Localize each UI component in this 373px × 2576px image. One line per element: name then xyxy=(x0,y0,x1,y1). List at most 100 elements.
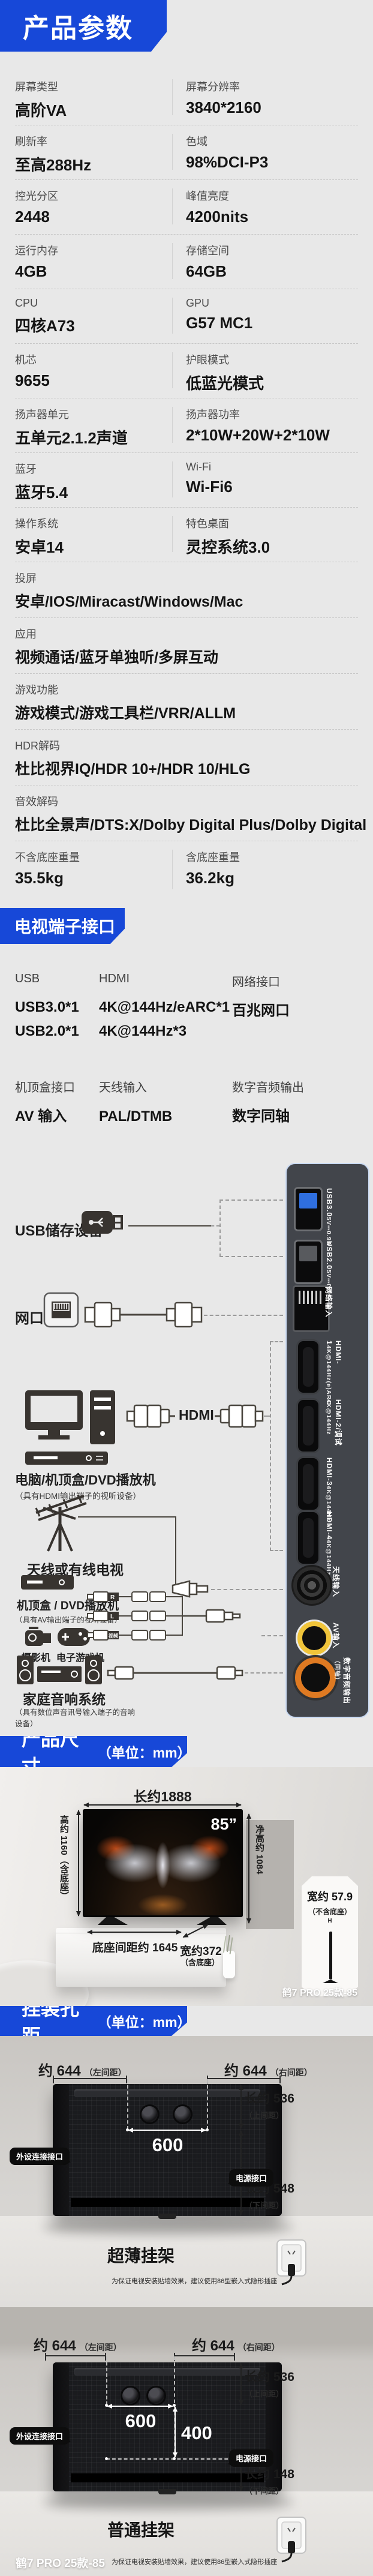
dashed-line xyxy=(219,1199,283,1201)
spec-value: 低蓝光模式 xyxy=(186,374,264,392)
mount-hole xyxy=(175,2106,191,2122)
height-arrow xyxy=(76,1810,81,1917)
depth-card: 宽约 57.9 （不含底座） H xyxy=(302,1876,358,1996)
hdmi-cable-label: HDMI xyxy=(179,1407,214,1423)
spec-label: 运行内存 xyxy=(15,245,58,257)
mount-note: 为保证电视安装贴墙效果，建议使用86型嵌入式隐形插座 xyxy=(112,2278,278,2285)
right-distance-label: 约 644（右间距） xyxy=(192,2338,280,2354)
mount-rail xyxy=(74,2089,260,2097)
spec-label: 屏幕分辨率 xyxy=(186,81,240,93)
speaker-bar xyxy=(71,2473,264,2482)
spec-label: 存储空间 xyxy=(186,245,229,257)
spec-label: 音效解码 xyxy=(15,796,58,808)
iface-header: HDMI xyxy=(99,972,130,985)
spec-value: 2448 xyxy=(15,208,50,226)
dashed-guide xyxy=(174,2356,175,2458)
spec-value: 杜比视界IQ/HDR 10+/HDR 10/HLG xyxy=(15,761,251,778)
spec-row: 操作系统安卓14 特色桌面灵控系统3.0 xyxy=(15,508,358,562)
iface-header: USB xyxy=(15,972,40,985)
mount-rail xyxy=(74,2368,260,2376)
spec-value: 四核A73 xyxy=(15,317,75,335)
top-distance-label: 长约 536（上间距） xyxy=(245,2092,294,2120)
dashed-guide xyxy=(106,2356,107,2405)
normal-mount-diagram: 约 644（左间距） 约 644（右间距） 600 400 长约 536（上间距… xyxy=(0,2307,373,2576)
section-header-product-params: 产品参数 xyxy=(0,0,167,52)
peripheral-port-callout: 外设连接接口 xyxy=(10,2148,70,2165)
svg-text:R: R xyxy=(110,1594,115,1601)
iface-value: PAL/DTMB xyxy=(99,1108,173,1124)
spec-value: 98%DCI-P3 xyxy=(186,153,269,171)
right-measure-line xyxy=(207,2076,281,2083)
spec-label: HDR解码 xyxy=(15,740,60,752)
iface-value: 4K@144Hz*3 xyxy=(99,1023,187,1039)
speakers-icon xyxy=(17,1656,102,1684)
tv-foot-tab xyxy=(158,2214,176,2219)
hole-height-arrow xyxy=(173,2406,178,2458)
spec-value: 35.5kg xyxy=(15,869,64,887)
dashed-line xyxy=(245,1672,283,1674)
spec-label: 蓝牙 xyxy=(15,463,37,475)
left-distance-label: 约 644（左间距） xyxy=(38,2063,127,2079)
spec-label: CPU xyxy=(15,297,38,309)
iface-header: 天线输入 xyxy=(99,1081,147,1094)
hole-width-arrow xyxy=(128,2128,206,2133)
length-label: 长约1888 xyxy=(133,1789,192,1804)
height-label: 高约 1160（含底座） xyxy=(59,1815,69,1900)
section-header-dimensions: 产品尺寸 （单位：mm） xyxy=(0,1736,187,1767)
speaker-bar xyxy=(71,2198,264,2207)
spec-label: 机芯 xyxy=(15,354,37,366)
dashed-line xyxy=(204,1315,283,1316)
tv-bezel xyxy=(266,2362,282,2491)
top-distance-arrow xyxy=(239,2363,243,2406)
wall-panel xyxy=(246,1820,294,1929)
spec-label: 含底座重量 xyxy=(186,851,240,863)
spec-value: 安卓14 xyxy=(15,538,64,556)
hole-height-label: 400 xyxy=(181,2422,212,2443)
iface-value: 数字同轴 xyxy=(232,1108,290,1124)
spec-value: 9655 xyxy=(15,371,50,389)
dashed-guide xyxy=(207,2079,208,2130)
spec-value: 五单元2.1.2声道 xyxy=(15,429,128,447)
spec-value: 2*10W+20W+2*10W xyxy=(186,426,330,444)
spec-label: 峰值亮度 xyxy=(186,190,229,202)
dashed-line xyxy=(264,1416,270,1417)
spec-value: 高阶VA xyxy=(15,101,67,119)
spec-value: 视频通话/蓝牙单独听/多屏互动 xyxy=(15,649,218,666)
dashed-line xyxy=(219,1199,221,1257)
iface-header: 网络接口 xyxy=(232,976,280,989)
tv-foot-tab xyxy=(158,2489,176,2494)
tv-artwork xyxy=(85,1811,241,1915)
peripheral-port-callout: 外设连接接口 xyxy=(10,2427,70,2445)
screen-size-label: 85” xyxy=(210,1815,237,1833)
vase xyxy=(223,1951,235,1978)
tv-back xyxy=(53,2084,282,2216)
iface-value: AV 输入 xyxy=(15,1108,67,1124)
dashed-line xyxy=(270,1550,283,1551)
antenna-cable xyxy=(78,1516,175,1518)
dashed-line xyxy=(270,1341,283,1342)
lan-label: 网口 xyxy=(15,1311,44,1327)
camcorder-icon xyxy=(25,1627,51,1646)
dashed-line xyxy=(261,1635,283,1636)
net-height-label: 净高约 1084 xyxy=(254,1825,264,1875)
mount-hole xyxy=(122,2388,139,2404)
hole-width-label: 600 xyxy=(125,2410,157,2431)
antenna-cable xyxy=(175,1516,176,1586)
svg-text:L: L xyxy=(110,1614,114,1620)
computer-icon xyxy=(25,1390,115,1444)
connection-diagram: USB储存设备 网口 电脑/机顶盒/DVD播放机 （具有HDMI输出端子的视听设… xyxy=(0,1161,373,1734)
svg-text:视频: 视频 xyxy=(109,1633,118,1639)
mount-caption: 超薄挂架 xyxy=(107,2247,175,2265)
depth-value: 宽约 57.9 xyxy=(306,1891,353,1903)
antenna-label: 天线或有线电视 xyxy=(27,1562,124,1578)
right-distance-label: 约 644（右间距） xyxy=(224,2063,312,2079)
power-port-callout: 电源接口 xyxy=(229,2449,274,2467)
top-distance-arrow xyxy=(239,2085,243,2129)
